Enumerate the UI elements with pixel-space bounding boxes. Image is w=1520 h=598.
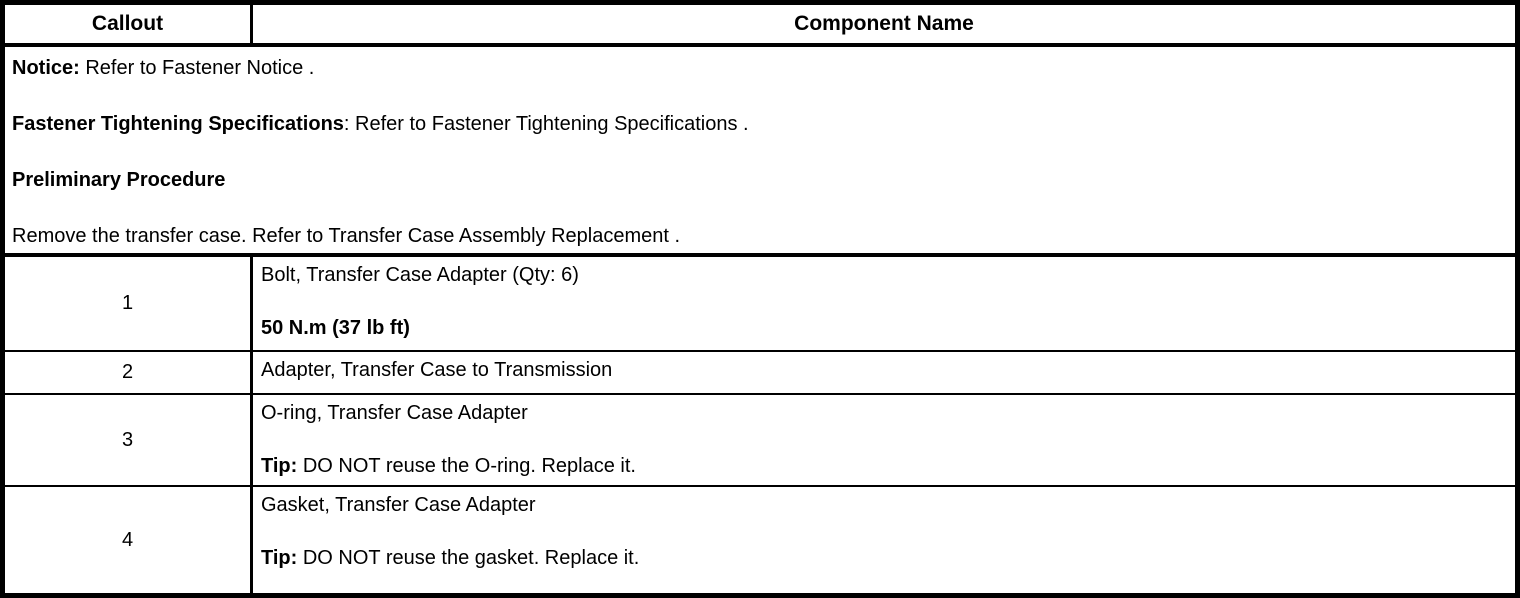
notice-section: Notice: Refer to Fastener Notice . Faste… xyxy=(5,47,1515,257)
callout-cell: 3 xyxy=(5,395,253,485)
component-cell: O-ring, Transfer Case Adapter Tip: DO NO… xyxy=(253,395,1515,485)
preliminary-procedure-heading-bold: Preliminary Procedure xyxy=(12,169,226,191)
callout-number: 4 xyxy=(121,528,134,551)
preliminary-procedure-step-text: Remove the transfer case. Refer to Trans… xyxy=(12,225,681,247)
component-line-text: Bolt, Transfer Case Adapter (Qty: 6) xyxy=(261,264,579,286)
notice-paragraph-bold: Notice: xyxy=(12,57,80,79)
header-cell-component-name: Component Name xyxy=(253,5,1515,43)
tip-text: DO NOT reuse the O-ring. Replace it. xyxy=(297,455,636,477)
table-row: 1 Bolt, Transfer Case Adapter (Qty: 6) 5… xyxy=(5,257,1515,352)
tip-line: Tip: DO NOT reuse the O-ring. Replace it… xyxy=(261,454,1507,479)
preliminary-procedure-step: Remove the transfer case. Refer to Trans… xyxy=(12,224,1508,249)
component-line: Gasket, Transfer Case Adapter xyxy=(261,493,1507,518)
header-cell-callout: Callout xyxy=(5,5,253,43)
notice-paragraph: Notice: Refer to Fastener Notice . xyxy=(12,56,1508,81)
component-line-text: O-ring, Transfer Case Adapter xyxy=(261,402,528,424)
table-row: 4 Gasket, Transfer Case Adapter Tip: DO … xyxy=(5,487,1515,593)
torque-spec-bold: 50 N.m (37 lb ft) xyxy=(261,317,410,339)
table-row: 2 Adapter, Transfer Case to Transmission xyxy=(5,352,1515,395)
table-row: 3 O-ring, Transfer Case Adapter Tip: DO … xyxy=(5,395,1515,487)
torque-spec-line: 50 N.m (37 lb ft) xyxy=(261,316,1507,341)
component-cell: Adapter, Transfer Case to Transmission xyxy=(253,352,1515,393)
fastener-spec-paragraph: Fastener Tightening Specifications: Refe… xyxy=(12,112,1508,137)
component-line-text: Adapter, Transfer Case to Transmission xyxy=(261,359,613,381)
callout-cell: 4 xyxy=(5,487,253,593)
header-component-name-label: Component Name xyxy=(794,12,974,35)
callout-number: 2 xyxy=(121,361,134,383)
component-line: Bolt, Transfer Case Adapter (Qty: 6) xyxy=(261,263,1507,288)
tip-text: DO NOT reuse the gasket. Replace it. xyxy=(297,547,640,569)
callout-cell: 2 xyxy=(5,352,253,393)
table-header-row: Callout Component Name xyxy=(5,5,1515,47)
callout-cell: 1 xyxy=(5,257,253,350)
component-line: O-ring, Transfer Case Adapter xyxy=(261,401,1507,426)
component-line: Adapter, Transfer Case to Transmission xyxy=(261,358,1507,383)
fastener-spec-paragraph-text: : Refer to Fastener Tightening Specifica… xyxy=(343,113,749,135)
header-callout-label: Callout xyxy=(91,12,164,35)
tip-line: Tip: DO NOT reuse the gasket. Replace it… xyxy=(261,546,1507,571)
notice-paragraph-text: Refer to Fastener Notice . xyxy=(79,57,315,79)
callout-number: 1 xyxy=(121,292,134,314)
component-line-text: Gasket, Transfer Case Adapter xyxy=(261,494,536,516)
tip-bold: Tip: xyxy=(261,455,298,477)
fastener-spec-paragraph-bold: Fastener Tightening Specifications xyxy=(12,113,344,135)
component-cell: Gasket, Transfer Case Adapter Tip: DO NO… xyxy=(253,487,1515,593)
preliminary-procedure-heading: Preliminary Procedure xyxy=(12,168,1508,193)
component-cell: Bolt, Transfer Case Adapter (Qty: 6) 50 … xyxy=(253,257,1515,350)
callout-number: 3 xyxy=(121,428,134,451)
tip-bold: Tip: xyxy=(261,547,298,569)
